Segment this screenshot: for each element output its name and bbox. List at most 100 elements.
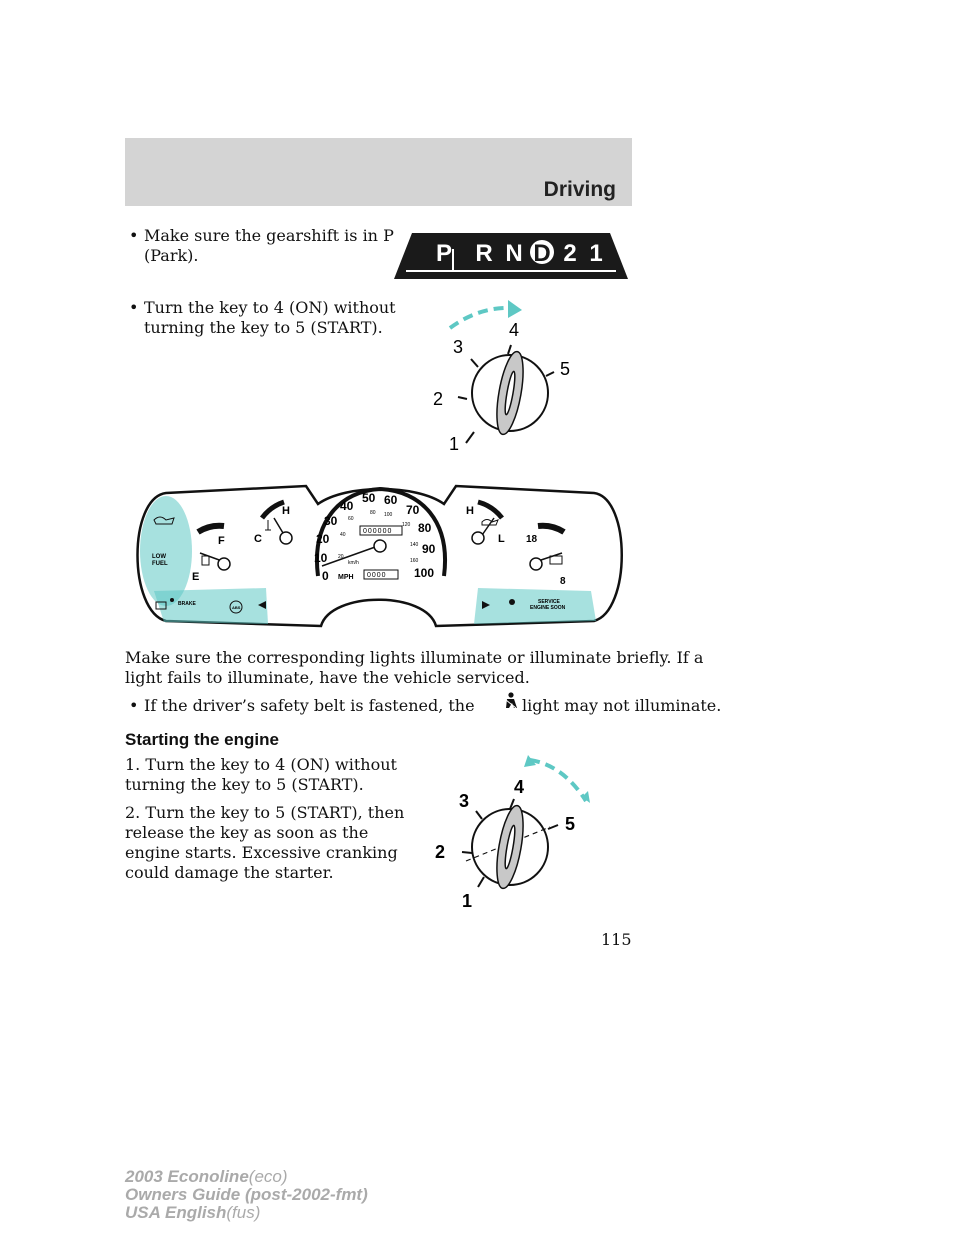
oil-pressure-icon <box>153 516 175 525</box>
trip-odometer-display <box>363 569 399 580</box>
arrow-head <box>508 300 522 318</box>
speed-100: 100 <box>414 566 434 580</box>
step2-line3: engine starts. Excessive cranking <box>125 843 398 862</box>
turn-signal-left-icon <box>258 601 266 609</box>
abs-label: ABS <box>232 605 241 610</box>
footer-guide: Owners Guide (post-2002-fmt) <box>125 1185 368 1204</box>
instrument-cluster-illustration: F E LOW FUEL H C 0 10 20 30 40 50 60 70 … <box>136 484 623 628</box>
ignition-position-1: 1 <box>449 434 459 454</box>
kmh-160: 160 <box>410 558 419 564</box>
gear-letter-r: R <box>475 240 492 267</box>
voltmeter-gauge: 18 8 <box>526 522 566 587</box>
gear-indicator-illustration: P R N D 2 1 <box>394 233 628 279</box>
step1-line2: turning the key to 5 (START). <box>125 775 364 794</box>
volt-low-label: 8 <box>560 576 566 587</box>
kmh-100: 100 <box>384 512 393 518</box>
kmh-80: 80 <box>370 510 376 516</box>
speed-60: 60 <box>384 493 398 507</box>
footer-language: USA English <box>125 1203 227 1222</box>
airbag-icon <box>170 598 174 602</box>
bullet-key-on-line2: turning the key to 5 (START). <box>144 318 383 337</box>
service-engine-line1: SERVICE <box>538 599 561 605</box>
oil-high-label: H <box>466 505 474 517</box>
step2-line4: could damage the starter. <box>125 863 334 882</box>
gear-letter-1: 1 <box>589 240 602 267</box>
ignition-position-2: 2 <box>435 842 445 862</box>
footer-model: 2003 Econoline <box>125 1167 249 1186</box>
temperature-gauge: H C <box>254 499 293 545</box>
speed-0: 0 <box>322 569 329 583</box>
service-engine-line2: ENGINE SOON <box>530 605 566 611</box>
fuel-pump-icon <box>201 555 210 566</box>
footer-language-code: (fus) <box>226 1203 261 1222</box>
volt-high-label: 18 <box>526 534 538 545</box>
kmh-60: 60 <box>348 516 354 522</box>
speed-30: 30 <box>324 514 338 528</box>
temp-cold-label: C <box>254 533 262 545</box>
ignition-position-3: 3 <box>459 791 469 811</box>
starting-engine-heading: Starting the engine <box>125 730 279 749</box>
speed-70: 70 <box>406 503 420 517</box>
ignition-position-5: 5 <box>565 814 575 834</box>
ignition-switch-illustration-bottom: 1 2 3 4 5 <box>435 755 590 911</box>
rotation-arrow <box>529 758 588 803</box>
ignition-position-4: 4 <box>509 320 519 340</box>
oil-pressure-gauge: H L <box>466 499 505 545</box>
ignition-position-3: 3 <box>453 337 463 357</box>
oil-low-label: L <box>498 533 505 545</box>
coolant-temp-icon <box>265 520 271 531</box>
gear-letter-n: N <box>505 240 522 267</box>
kmh-120: 120 <box>402 522 411 528</box>
fuel-gauge: F E <box>192 522 231 583</box>
speedometer: 0 10 20 30 40 50 60 70 80 90 100 20 km/h… <box>314 486 447 583</box>
gear-letter-d: D <box>533 240 550 267</box>
charging-system-icon <box>155 601 167 610</box>
fuel-full-label: F <box>218 535 225 547</box>
low-fuel-line1: LOW <box>152 554 166 560</box>
bullet-belt-end: light may not illuminate. <box>522 696 722 715</box>
oil-can-icon <box>481 519 499 526</box>
gear-letter-p: P <box>436 240 452 267</box>
kmh-40: 40 <box>340 532 346 538</box>
turn-signal-right-icon <box>482 601 490 609</box>
kmh-140: 140 <box>410 542 419 548</box>
fuel-empty-label: E <box>192 571 199 583</box>
trip-odometer-digits: 0000 <box>367 572 387 579</box>
low-fuel-line2: FUEL <box>152 561 168 567</box>
speed-10: 10 <box>314 551 328 565</box>
footer: 2003 Econoline(eco) Owners Guide (post-2… <box>125 1168 368 1222</box>
safety-belt-icon <box>509 599 515 605</box>
speed-40: 40 <box>340 499 354 513</box>
safety-belt-icon <box>505 692 517 709</box>
kmh-label: km/h <box>348 560 359 566</box>
step2-line2: release the key as soon as the <box>125 823 369 842</box>
speed-50: 50 <box>362 491 376 505</box>
mph-label: MPH <box>338 574 354 581</box>
step2-line1: 2. Turn the key to 5 (START), then <box>125 803 405 822</box>
bullet-marker: • <box>129 226 139 245</box>
ignition-position-2: 2 <box>433 389 443 409</box>
bullet-key-on-line1: Turn the key to 4 (ON) without <box>144 298 396 317</box>
odometer-display <box>359 525 403 536</box>
speed-20: 20 <box>316 532 330 546</box>
brake-warning-label: BRAKE <box>178 601 196 607</box>
bullet-marker: • <box>129 298 139 317</box>
bullet-gearshift-line2: (Park). <box>144 246 199 265</box>
step1-line1: 1. Turn the key to 4 (ON) without <box>125 755 397 774</box>
footer-model-code: (eco) <box>248 1167 288 1186</box>
ignition-switch-illustration-top: 1 2 3 4 5 <box>433 300 570 454</box>
ignition-position-1: 1 <box>462 891 472 911</box>
arrow-head-start <box>524 755 536 767</box>
odometer-digits: 000000 <box>363 528 392 535</box>
speed-90: 90 <box>422 542 436 556</box>
para-lights-line2: light fails to illuminate, have the vehi… <box>125 668 530 687</box>
abs-warning-icon <box>229 600 243 614</box>
page-number: 115 <box>601 930 632 949</box>
ignition-position-4: 4 <box>514 777 524 797</box>
rotation-arrow <box>448 305 515 330</box>
bullet-gearshift-line1: Make sure the gearshift is in P <box>144 226 394 245</box>
speed-80: 80 <box>418 521 432 535</box>
gear-letter-2: 2 <box>563 240 576 267</box>
bullet-marker: • <box>129 696 139 715</box>
kmh-20: 20 <box>338 554 344 560</box>
